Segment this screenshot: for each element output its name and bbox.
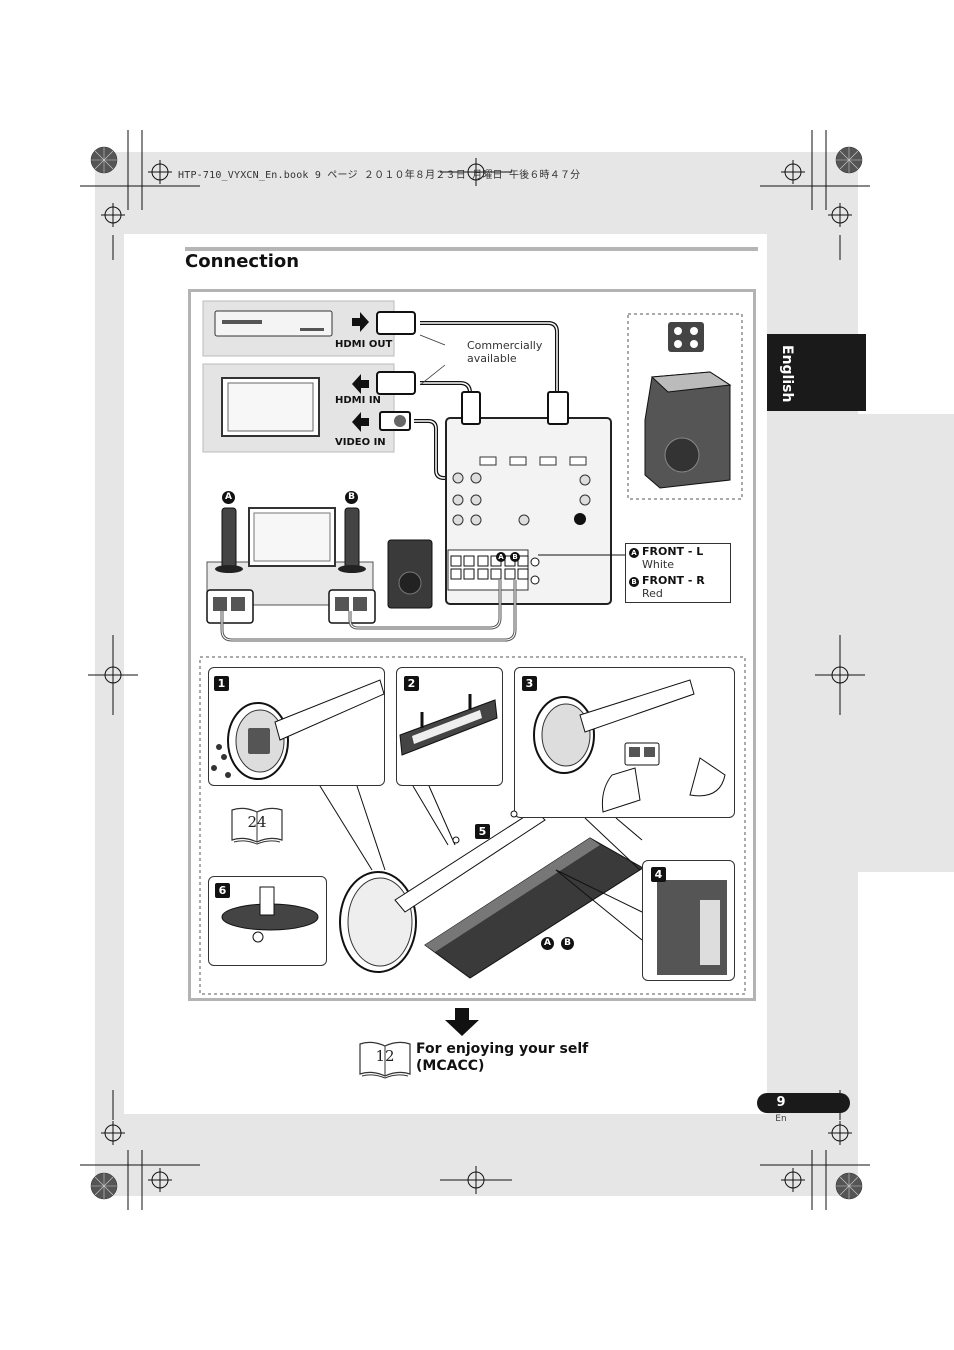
page-number-pill (757, 1093, 850, 1113)
page-number: 9 (776, 1095, 786, 1110)
right-extension-band (858, 414, 954, 872)
video-in-label: VIDEO IN (335, 437, 386, 448)
print-file-line: HTP-710_VYXCN_En.book 9 ページ ２０１０年８月２３日 月… (178, 170, 581, 181)
speaker-b-marker: B (345, 491, 358, 504)
page-language: En (775, 1114, 787, 1124)
wire-color-legend: A FRONT - L White B FRONT - R Red (625, 543, 731, 603)
terminal-b-marker: B (510, 552, 520, 562)
title-rule (185, 247, 758, 251)
legend-a-color: White (642, 558, 674, 571)
step-6-badge: 6 (215, 883, 230, 898)
hdmi-out-label: HDMI OUT (335, 339, 393, 350)
step-5-badge: 5 (475, 824, 490, 839)
page-ref-12: 12 (375, 1047, 395, 1065)
mcacc-reference: For enjoying your self (MCACC) (416, 1041, 588, 1075)
legend-b-marker: B (629, 577, 639, 587)
legend-a-marker: A (629, 548, 639, 558)
legend-a-title: FRONT - L (642, 545, 704, 558)
step-4-badge: 4 (651, 867, 666, 882)
step-2-badge: 2 (404, 676, 419, 691)
page-title: Connection (185, 251, 300, 272)
book-icon-footer (359, 1041, 411, 1079)
hdmi-in-label: HDMI IN (335, 395, 381, 406)
right-band (767, 152, 858, 1196)
legend-b-title: FRONT - R (642, 574, 705, 587)
language-tab (767, 334, 866, 411)
assembly-b-marker: B (561, 937, 574, 950)
terminal-a-marker: A (496, 552, 506, 562)
book-icon (231, 807, 283, 845)
page-ref-24: 24 (247, 813, 267, 831)
step-1-badge: 1 (214, 676, 229, 691)
mcacc-reference-line2: (MCACC) (416, 1058, 485, 1074)
step-3-badge: 3 (522, 676, 537, 691)
commercially-available-label: Commercially available (467, 339, 543, 365)
assembly-a-marker: A (541, 937, 554, 950)
mcacc-reference-line1: For enjoying your self (416, 1041, 589, 1057)
left-band (95, 152, 124, 1196)
speaker-a-marker: A (222, 491, 235, 504)
legend-b-color: Red (642, 587, 663, 600)
